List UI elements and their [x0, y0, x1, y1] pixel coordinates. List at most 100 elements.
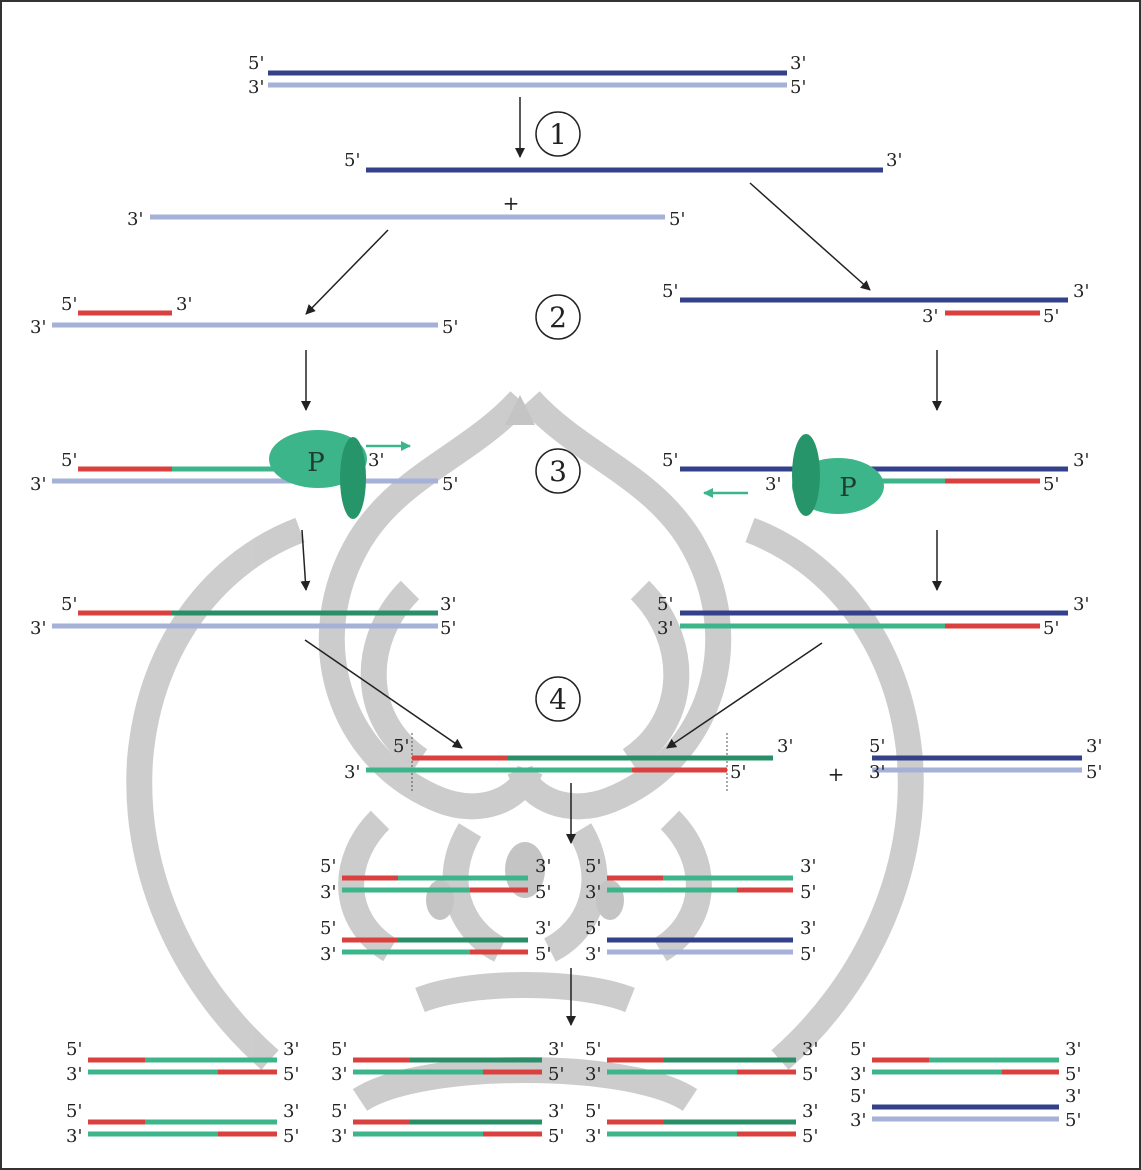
three-prime-label: 3' [777, 736, 793, 757]
five-prime-label: 5' [535, 882, 551, 903]
diagram-shape [750, 530, 911, 1060]
three-prime-label: 3' [320, 944, 336, 965]
three-prime-label: 3' [886, 150, 902, 171]
five-prime-label: 5' [548, 1064, 564, 1085]
three-prime-label: 3' [850, 1110, 866, 1131]
three-prime-label: 3' [368, 450, 384, 471]
three-prime-label: 3' [585, 882, 601, 903]
five-prime-label: 5' [1043, 474, 1059, 495]
diagram-shape [660, 820, 699, 950]
three-prime-label: 3' [331, 1064, 347, 1085]
polymerase-enzyme-icon: P [269, 430, 367, 519]
three-prime-label: 3' [585, 1064, 601, 1085]
three-prime-label: 3' [30, 317, 46, 338]
diagram-shape [426, 880, 454, 920]
five-prime-label: 5' [585, 918, 601, 939]
diagram-shape [139, 530, 300, 1060]
diagram-shape [630, 590, 676, 760]
five-prime-label: 5' [1086, 762, 1102, 783]
three-prime-label: 3' [790, 53, 806, 74]
three-prime-label: 3' [176, 294, 192, 315]
diagram-shape [351, 820, 390, 950]
arrow-complete-left [302, 530, 306, 590]
three-prime-label: 3' [657, 618, 673, 639]
five-prime-label: 5' [331, 1039, 347, 1060]
five-prime-label: 5' [1065, 1064, 1081, 1085]
three-prime-label: 3' [30, 618, 46, 639]
three-prime-label: 3' [248, 77, 264, 98]
diagram-shape [340, 437, 366, 519]
step-number-4: 4 [549, 683, 567, 716]
three-prime-label: 3' [548, 1101, 564, 1122]
step-number-3: 3 [549, 455, 567, 488]
five-prime-label: 5' [66, 1039, 82, 1060]
three-prime-label: 3' [800, 918, 816, 939]
diagram-shape [420, 985, 630, 1000]
five-prime-label: 5' [802, 1126, 818, 1147]
three-prime-label: 3' [66, 1064, 82, 1085]
three-prime-label: 3' [585, 944, 601, 965]
five-prime-label: 5' [440, 618, 456, 639]
three-prime-label: 3' [922, 306, 938, 327]
five-prime-label: 5' [662, 450, 678, 471]
five-prime-label: 5' [442, 474, 458, 495]
three-prime-label: 3' [802, 1101, 818, 1122]
five-prime-label: 5' [320, 856, 336, 877]
five-prime-label: 5' [344, 150, 360, 171]
five-prime-label: 5' [61, 294, 77, 315]
three-prime-label: 3' [1073, 594, 1089, 615]
three-prime-label: 3' [765, 474, 781, 495]
plus-sign: + [828, 762, 845, 786]
three-prime-label: 3' [800, 856, 816, 877]
five-prime-label: 5' [657, 594, 673, 615]
three-prime-label: 3' [1065, 1086, 1081, 1107]
five-prime-label: 5' [669, 209, 685, 230]
three-prime-label: 3' [283, 1039, 299, 1060]
five-prime-label: 5' [585, 856, 601, 877]
three-prime-label: 3' [548, 1039, 564, 1060]
diagram-shape [792, 434, 820, 516]
three-prime-label: 3' [344, 762, 360, 783]
three-prime-label: 3' [127, 209, 143, 230]
five-prime-label: 5' [248, 53, 264, 74]
five-prime-label: 5' [800, 944, 816, 965]
three-prime-label: 3' [535, 856, 551, 877]
five-prime-label: 5' [1043, 618, 1059, 639]
five-prime-label: 5' [585, 1101, 601, 1122]
five-prime-label: 5' [61, 450, 77, 471]
five-prime-label: 5' [869, 736, 885, 757]
five-prime-label: 5' [283, 1126, 299, 1147]
three-prime-label: 3' [283, 1101, 299, 1122]
three-prime-label: 3' [66, 1126, 82, 1147]
five-prime-label: 5' [850, 1039, 866, 1060]
five-prime-label: 5' [61, 594, 77, 615]
five-prime-label: 5' [331, 1101, 347, 1122]
three-prime-label: 3' [869, 762, 885, 783]
five-prime-label: 5' [800, 882, 816, 903]
three-prime-label: 3' [535, 918, 551, 939]
five-prime-label: 5' [320, 918, 336, 939]
five-prime-label: 5' [1043, 306, 1059, 327]
three-prime-label: 3' [1086, 736, 1102, 757]
three-prime-label: 3' [802, 1039, 818, 1060]
five-prime-label: 5' [850, 1086, 866, 1107]
five-prime-label: 5' [66, 1101, 82, 1122]
three-prime-label: 3' [320, 882, 336, 903]
five-prime-label: 5' [1065, 1110, 1081, 1131]
three-prime-label: 3' [440, 594, 456, 615]
five-prime-label: 5' [535, 944, 551, 965]
five-prime-label: 5' [393, 736, 409, 757]
polymerase-enzyme-icon: P [792, 434, 884, 516]
plus-sign: + [503, 191, 520, 215]
five-prime-label: 5' [730, 762, 746, 783]
three-prime-label: 3' [30, 474, 46, 495]
arrow-anneal-right [750, 183, 870, 290]
step-number-1: 1 [549, 118, 567, 151]
polymerase-label-left: P [307, 448, 325, 478]
five-prime-label: 5' [662, 281, 678, 302]
polymerase-label-right: P [839, 473, 857, 503]
three-prime-label: 3' [331, 1126, 347, 1147]
five-prime-label: 5' [790, 77, 806, 98]
